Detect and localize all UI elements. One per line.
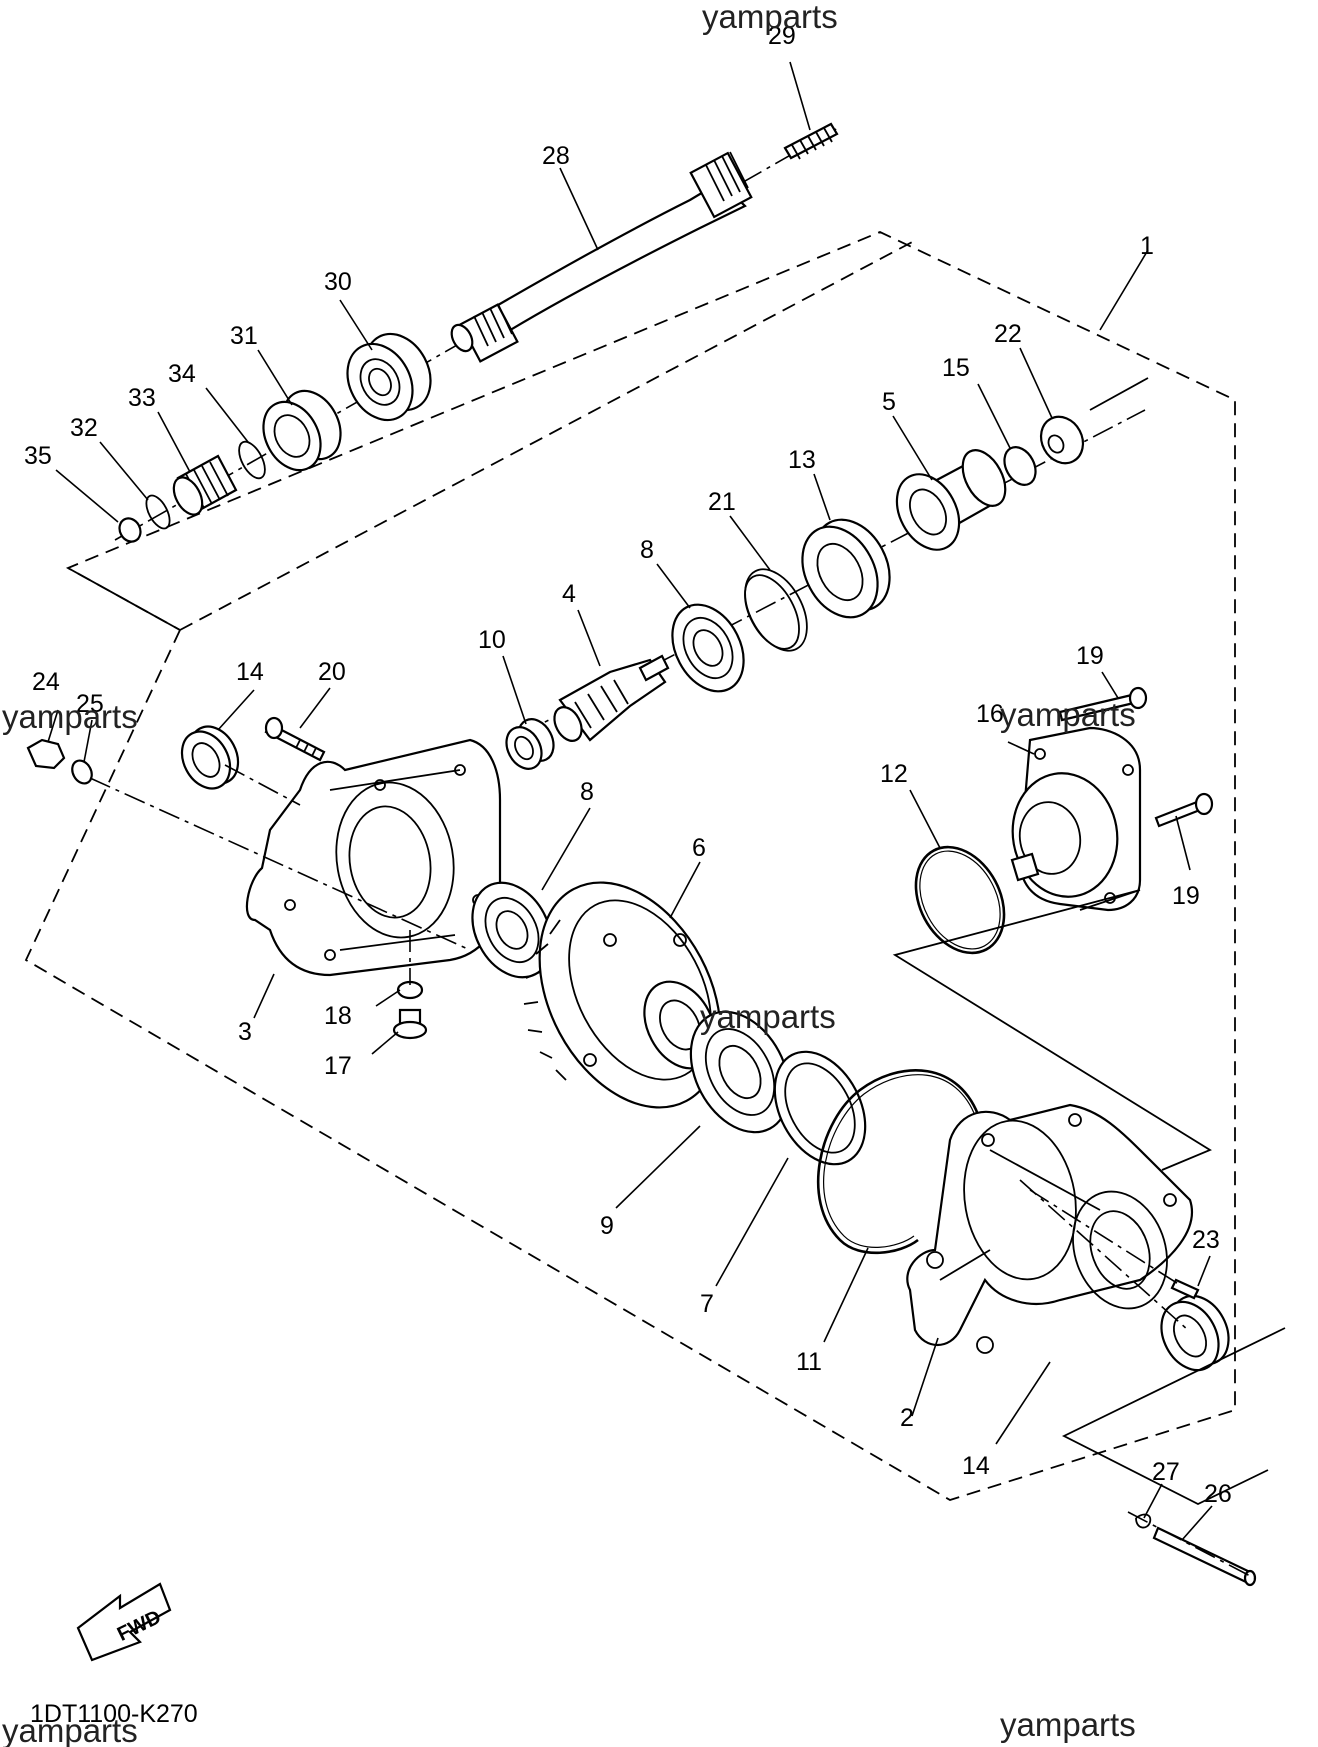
callout-1[interactable]: 1 xyxy=(1140,232,1154,260)
callout-17[interactable]: 17 xyxy=(324,1052,352,1080)
callout-14-right[interactable]: 14 xyxy=(962,1452,990,1480)
callout-20[interactable]: 20 xyxy=(318,658,346,686)
bearing-9 xyxy=(689,1010,791,1134)
fwd-arrow-icon: FWD xyxy=(76,1582,172,1662)
o-ring-12 xyxy=(914,845,1006,955)
callout-31[interactable]: 31 xyxy=(230,322,258,350)
callout-4[interactable]: 4 xyxy=(562,580,576,608)
needle-bearing-10 xyxy=(505,718,555,770)
callout-32[interactable]: 32 xyxy=(70,414,98,442)
callout-9[interactable]: 9 xyxy=(600,1212,614,1240)
callout-8-lower[interactable]: 8 xyxy=(580,778,594,806)
callout-12[interactable]: 12 xyxy=(880,760,908,788)
callout-10[interactable]: 10 xyxy=(478,626,506,654)
callout-34[interactable]: 34 xyxy=(168,360,196,388)
callout-35[interactable]: 35 xyxy=(24,442,52,470)
pinion-gear-4 xyxy=(553,654,670,742)
collar-31 xyxy=(262,389,342,472)
callouts: 29 28 1 30 31 22 15 34 33 5 32 35 13 21 … xyxy=(24,22,1232,1508)
oil-seal-14-left xyxy=(180,725,240,790)
clip-27 xyxy=(1135,1513,1152,1529)
bolt-19-lower xyxy=(1154,792,1214,828)
watermark-bottom-right: yamparts xyxy=(1000,1706,1136,1743)
watermark-top: yamparts xyxy=(702,0,838,35)
plug-35 xyxy=(118,517,142,543)
callout-18[interactable]: 18 xyxy=(324,1002,352,1030)
callout-26[interactable]: 26 xyxy=(1204,1480,1232,1508)
callout-24[interactable]: 24 xyxy=(32,668,60,696)
callout-6[interactable]: 6 xyxy=(692,834,706,862)
assembly-boundary xyxy=(24,231,1236,1501)
callout-16[interactable]: 16 xyxy=(976,700,1004,728)
o-ring-11 xyxy=(816,1069,982,1255)
callout-7[interactable]: 7 xyxy=(700,1290,714,1318)
callout-29[interactable]: 29 xyxy=(768,22,796,50)
drain-plug-17 xyxy=(392,1008,428,1040)
diagram-code: 1DT1100-K270 xyxy=(30,1700,198,1728)
circlip-34 xyxy=(238,440,266,480)
dowel-pin-23 xyxy=(1170,1278,1200,1300)
callout-3[interactable]: 3 xyxy=(238,1018,252,1046)
bearing-30 xyxy=(346,332,432,422)
bolt-20 xyxy=(264,716,326,762)
drive-shaft-28 xyxy=(450,151,753,363)
drive-shaft-group xyxy=(67,122,1149,631)
gear-case-3 xyxy=(245,738,502,977)
washer-15 xyxy=(1003,446,1037,486)
nut-24 xyxy=(26,738,66,770)
needle-bearing-33 xyxy=(172,454,238,516)
bearing-8-upper xyxy=(671,603,745,693)
coupling-gear-5 xyxy=(895,449,1007,551)
oil-seal-14-right xyxy=(1160,1294,1230,1372)
callout-25[interactable]: 25 xyxy=(76,690,104,718)
final-gear-case-2 xyxy=(906,1103,1193,1354)
callout-28[interactable]: 28 xyxy=(542,142,570,170)
bolt-19-upper xyxy=(1058,686,1148,722)
callout-11[interactable]: 11 xyxy=(796,1348,822,1376)
callout-5[interactable]: 5 xyxy=(882,388,896,416)
watermarks: yamparts yamparts yamparts yamparts yamp… xyxy=(2,0,1136,1747)
callout-22[interactable]: 22 xyxy=(994,320,1022,348)
watermark-right: yamparts xyxy=(1000,696,1136,733)
shim-7 xyxy=(773,1050,867,1166)
watermark-bottom-left: yamparts xyxy=(2,1712,138,1747)
callout-8-upper[interactable]: 8 xyxy=(640,536,654,564)
callout-13[interactable]: 13 xyxy=(788,446,816,474)
callout-23[interactable]: 23 xyxy=(1192,1226,1220,1254)
callout-27[interactable]: 27 xyxy=(1152,1458,1180,1486)
nut-22 xyxy=(1039,415,1085,465)
callout-15[interactable]: 15 xyxy=(942,354,970,382)
callout-33[interactable]: 33 xyxy=(128,384,156,412)
cover-16 xyxy=(1010,726,1142,912)
pin-26 xyxy=(1152,1526,1257,1587)
circlip-32 xyxy=(145,494,171,530)
callout-19-upper[interactable]: 19 xyxy=(1076,642,1104,670)
watermark-left: yamparts xyxy=(2,698,138,735)
watermark-center: yamparts xyxy=(700,998,836,1035)
spring-29 xyxy=(783,122,839,160)
callout-19-lower[interactable]: 19 xyxy=(1172,882,1200,910)
leader-lines xyxy=(47,61,1213,1541)
washer-25 xyxy=(71,759,93,785)
oil-seal-13 xyxy=(801,518,891,619)
callout-14-left[interactable]: 14 xyxy=(236,658,264,686)
callout-30[interactable]: 30 xyxy=(324,268,352,296)
callout-2[interactable]: 2 xyxy=(900,1404,914,1432)
callout-21[interactable]: 21 xyxy=(708,488,736,516)
